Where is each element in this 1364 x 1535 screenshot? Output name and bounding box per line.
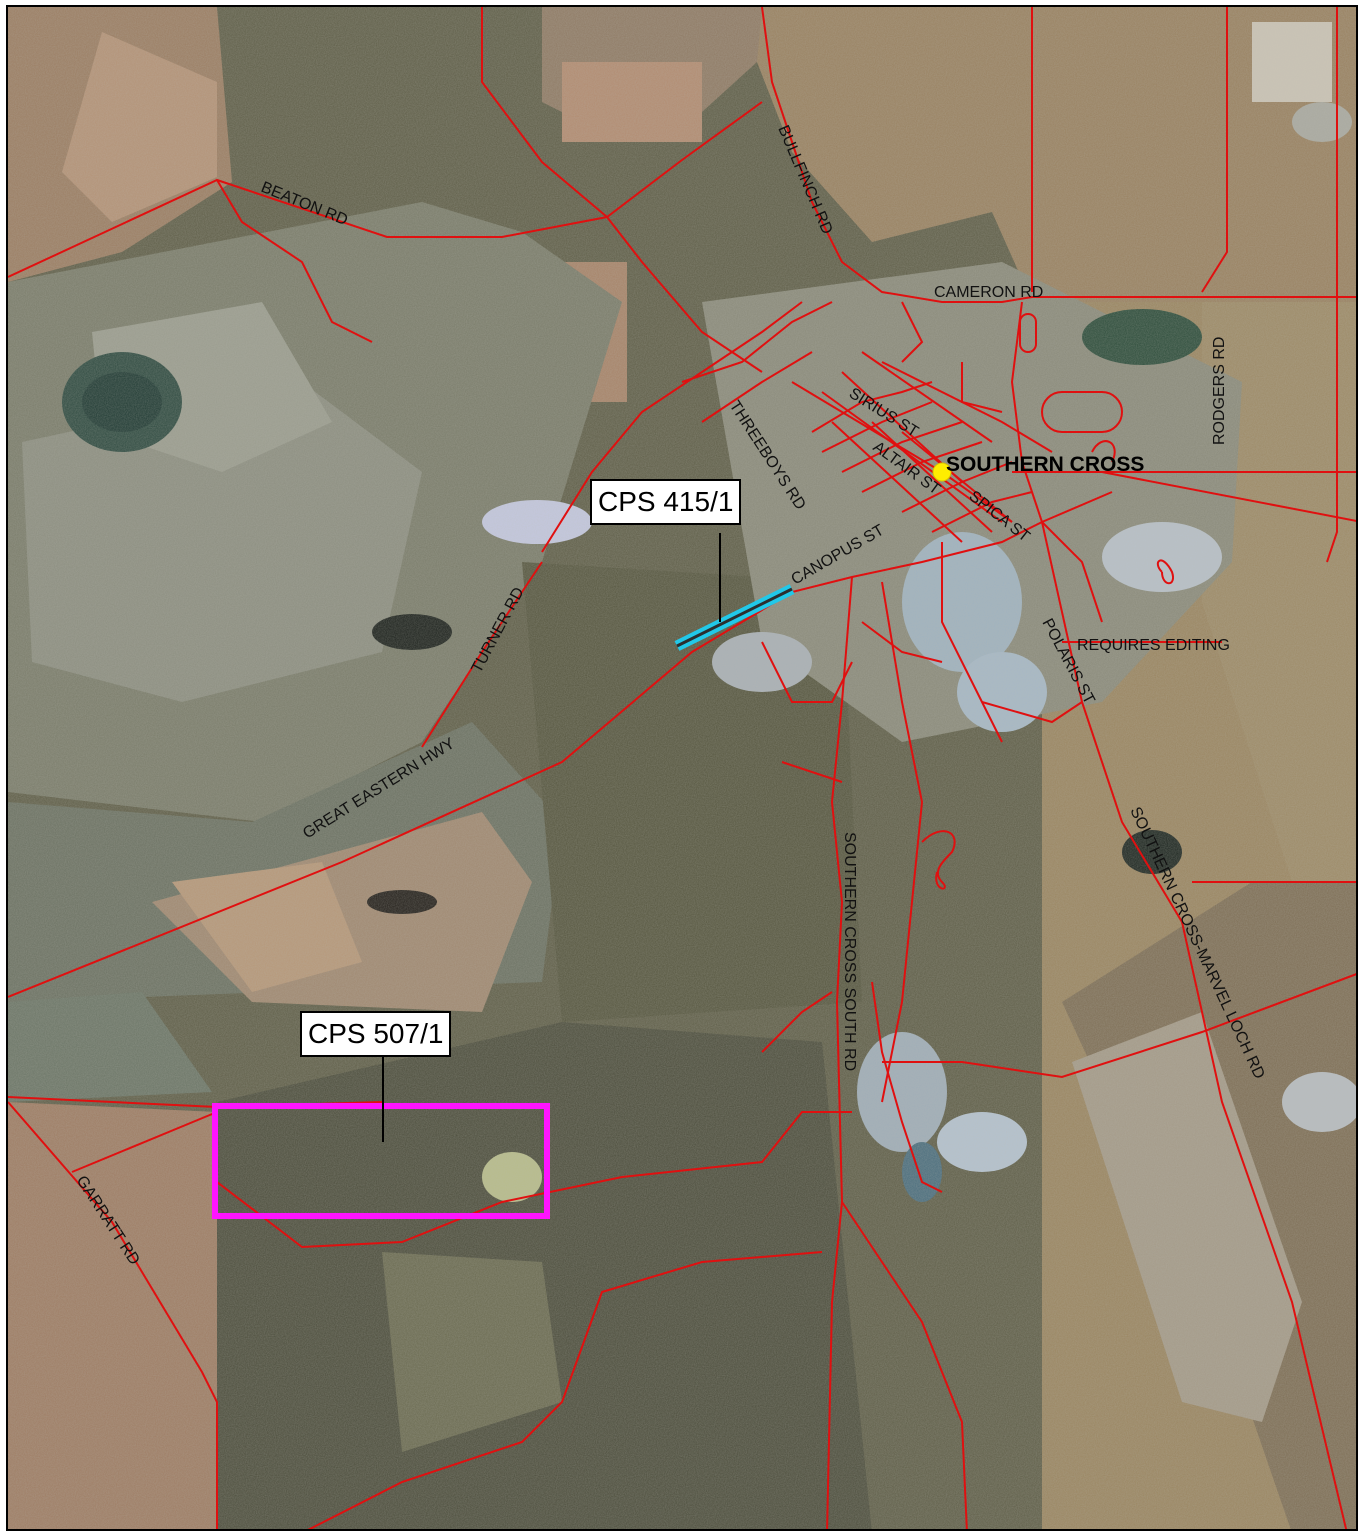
map-frame[interactable]: BEATON RD BULLFINCH RD CAMERON RD RODGER… (6, 5, 1358, 1531)
cps415-area[interactable] (674, 584, 795, 651)
town-marker (932, 462, 952, 482)
terrain-imagery (8, 7, 1356, 1529)
label-cameron-rd: CAMERON RD (934, 284, 1043, 301)
label-rodgers-rd: RODGERS RD (1211, 337, 1228, 445)
town-label: SOUTHERN CROSS (946, 453, 1144, 476)
cps415-callout[interactable]: CPS 415/1 (590, 479, 742, 525)
cps507-area[interactable] (212, 1103, 550, 1219)
label-requires-editing: REQUIRES EDITING (1077, 637, 1230, 654)
label-southern-cross-south-rd: SOUTHERN CROSS SOUTH RD (841, 832, 858, 1071)
satellite-map[interactable]: BEATON RD BULLFINCH RD CAMERON RD RODGER… (8, 7, 1358, 1531)
cps507-callout[interactable]: CPS 507/1 (300, 1011, 452, 1057)
